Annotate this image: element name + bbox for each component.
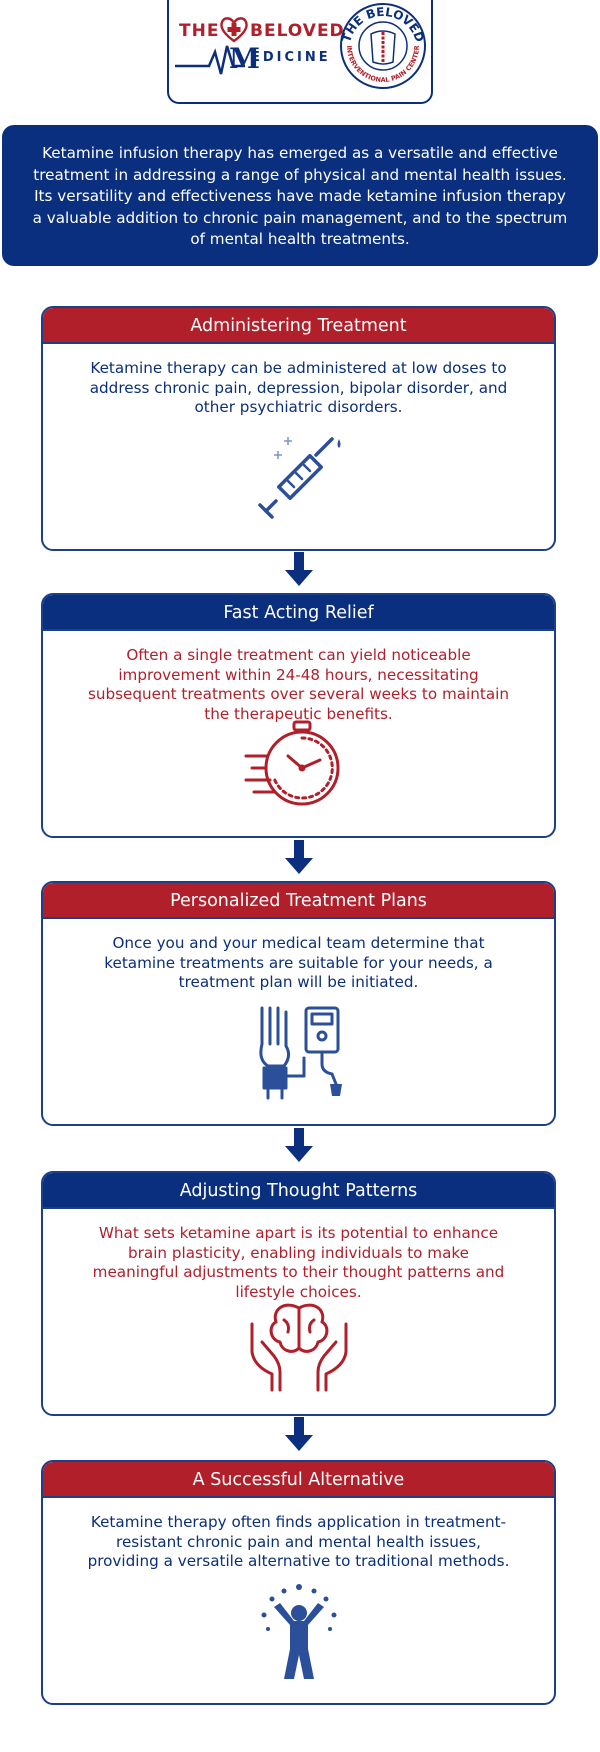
card-text: Once you and your medical team determine… <box>104 934 493 991</box>
logo-m: M <box>229 42 260 75</box>
brain-hands-icon <box>250 1303 347 1392</box>
card-personalized-treatment-plans: Personalized Treatment Plans Once you an… <box>41 881 556 1126</box>
down-arrow-icon <box>285 1128 313 1162</box>
down-arrow-icon <box>285 1417 313 1451</box>
card-title: A Successful Alternative <box>43 1462 554 1498</box>
syringe-icon <box>257 437 340 519</box>
infusion-device-icon <box>258 1006 342 1100</box>
card-fast-acting-relief: Fast Acting Relief Often a single treatm… <box>41 593 556 838</box>
heart-cross-icon <box>220 17 248 43</box>
card-text: Ketamine therapy can be administered at … <box>89 359 508 416</box>
logo: THE BELOVED M EDICINE THE BELOVED INTERV… <box>167 0 433 104</box>
card-text: Ketamine therapy often finds application… <box>87 1513 510 1570</box>
logo-the: THE <box>179 21 220 41</box>
card-adjusting-thought-patterns: Adjusting Thought Patterns What sets ket… <box>41 1171 556 1416</box>
card-title: Administering Treatment <box>43 308 554 344</box>
intro-banner: Ketamine infusion therapy has emerged as… <box>2 125 598 266</box>
card-title: Adjusting Thought Patterns <box>43 1173 554 1209</box>
logo-beloved: BELOVED <box>250 21 345 41</box>
card-title: Personalized Treatment Plans <box>43 883 554 919</box>
down-arrow-icon <box>285 840 313 874</box>
pain-center-seal-icon: THE BELOVED INTERVENTIONAL PAIN CENTER <box>339 3 427 89</box>
logo-medicine: EDICINE <box>251 50 331 65</box>
joyful-person-icon <box>261 1584 336 1679</box>
stopwatch-icon <box>244 720 339 806</box>
card-title: Fast Acting Relief <box>43 595 554 631</box>
card-text: Often a single treatment can yield notic… <box>87 646 510 723</box>
heartbeat-line-icon <box>175 45 245 75</box>
card-text: What sets ketamine apart is its potentia… <box>92 1224 505 1301</box>
down-arrow-icon <box>285 552 313 586</box>
card-successful-alternative: A Successful Alternative Ketamine therap… <box>41 1460 556 1705</box>
card-administering-treatment: Administering Treatment Ketamine therapy… <box>41 306 556 551</box>
